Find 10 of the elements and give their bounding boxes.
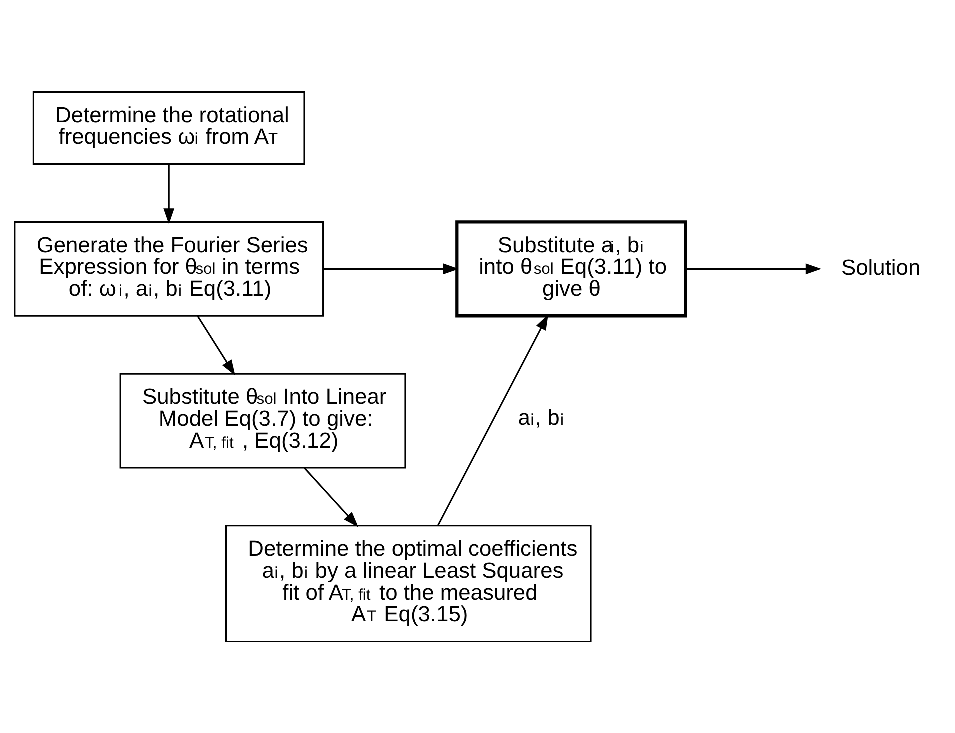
arrow (324, 263, 460, 274)
arrow (197, 315, 236, 376)
node-box: Determine the rotational frequencies ωi from AT (32, 90, 306, 165)
node-text: Solution (841, 254, 921, 280)
edge-label: ai, bi (518, 404, 564, 430)
node-box: Substitute θsol Into Linear Model Eq(3.7) to give: AT, fit , Eq(3.12) (120, 372, 406, 468)
arrow (304, 467, 359, 527)
arrow (164, 164, 175, 224)
arrow (686, 263, 822, 274)
node-box: Determine the optimal coefficients ai, bi by a linear Least Squares fit of AT, fit to the measured AT Eq(3.15) (225, 524, 592, 642)
